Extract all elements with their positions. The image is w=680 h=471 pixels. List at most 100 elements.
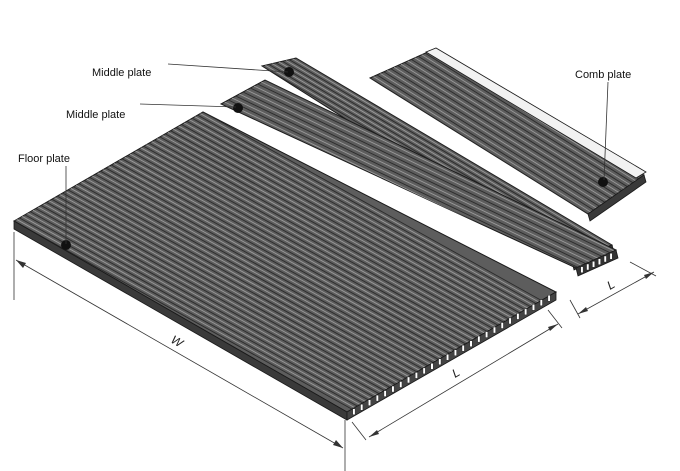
groove-line [51, 198, 396, 391]
groove-line [124, 156, 468, 349]
comb-tooth-notch [454, 349, 457, 356]
groove-line [116, 161, 460, 354]
groove-line [178, 125, 522, 318]
dimension-w [13, 232, 346, 471]
groove-line [162, 134, 506, 327]
comb-tooth-notch [383, 390, 387, 397]
comb-tooth-notch [500, 322, 504, 329]
groove-line [242, 91, 599, 263]
groove-line [380, 72, 599, 210]
comb-tooth-notch [368, 399, 371, 406]
comb-tooth-notch [414, 372, 418, 379]
groove-line [148, 142, 493, 335]
comb-tooth-notch [446, 354, 449, 361]
groove-line [393, 66, 613, 204]
comb-tooth-notch [360, 403, 364, 411]
groove-line [92, 175, 436, 368]
groove-line [140, 147, 485, 340]
dimension-l-middle-label: L [605, 277, 618, 292]
groove-line [407, 60, 627, 198]
groove-line [146, 144, 490, 337]
dimension-l-floor [351, 309, 563, 441]
groove-line [253, 85, 610, 257]
groove-line [38, 206, 382, 399]
comb-tooth-notch [422, 367, 426, 375]
groove-line [194, 116, 539, 309]
floor-plate [12, 111, 558, 421]
groove-line [70, 187, 414, 380]
comb-plate-marker [598, 177, 608, 187]
label-middle-plate-upper: Middle plate [92, 67, 151, 79]
groove-line [102, 169, 447, 362]
groove-line [78, 183, 423, 376]
groove-line [132, 152, 477, 344]
groove-line [94, 173, 439, 366]
groove-line [129, 153, 474, 346]
groove-line [100, 170, 444, 363]
groove-line [137, 148, 482, 341]
groove-line [127, 155, 471, 347]
groove-line [46, 201, 390, 394]
comb-tooth-notch [586, 263, 590, 271]
groove-line [257, 83, 613, 255]
groove-line [108, 166, 452, 358]
groove-line [235, 95, 591, 267]
comb-tooth-notch [532, 304, 535, 311]
groove-line [73, 186, 417, 379]
groove-line [228, 99, 584, 268]
comb-tooth-notch [469, 340, 473, 347]
groove-line [239, 93, 595, 265]
groove-line [21, 215, 366, 408]
groove-line [288, 59, 606, 247]
groove-line [250, 87, 606, 259]
dimension-l-middle [569, 261, 657, 319]
dimension-w-label: W [169, 332, 187, 351]
comb-tooth-notch [524, 308, 528, 316]
groove-line [32, 209, 377, 402]
groove-line [75, 184, 420, 377]
groove-line [156, 138, 501, 330]
comb-tooth-notch [477, 335, 481, 343]
groove-line [113, 162, 458, 355]
leader-middle-plate-lower [139, 103, 237, 108]
leader-comb-plate [603, 81, 609, 181]
groove-line [170, 130, 514, 323]
groove-line [383, 71, 603, 209]
groove-line [48, 200, 393, 393]
groove-line [40, 205, 385, 397]
comb-tooth-notch [539, 299, 543, 307]
groove-line [24, 214, 369, 407]
groove-line [181, 124, 525, 316]
comb-teeth-edge [425, 47, 647, 179]
comb-tooth-notch [603, 255, 607, 263]
groove-line [246, 89, 602, 261]
groove-line [56, 195, 401, 388]
comb-tooth-notch [352, 408, 356, 415]
comb-tooth-notch [493, 326, 496, 334]
groove-line [110, 164, 455, 357]
groove-line [59, 194, 404, 386]
comb-tooth-notch [547, 295, 551, 302]
comb-tooth-notch [399, 381, 403, 388]
groove-line [16, 219, 360, 411]
comb-tooth-notch [609, 253, 613, 260]
groove-line [411, 58, 630, 196]
comb-tooth-notch [391, 385, 395, 393]
comb-tooth-notch [485, 331, 489, 338]
groove-line [191, 117, 536, 310]
groove-line [62, 192, 406, 385]
groove-line [65, 191, 409, 383]
leader-middle-plate-upper [167, 63, 289, 73]
dimension-l-floor-label: L [450, 365, 463, 380]
groove-line [376, 74, 596, 212]
groove-line [183, 122, 528, 315]
groove-line [159, 136, 504, 329]
middle-plate-lower [219, 79, 619, 277]
groove-line [151, 141, 495, 333]
groove-line [414, 57, 634, 195]
comb-tooth-notch [516, 313, 520, 320]
groove-line [373, 76, 592, 213]
groove-line [295, 58, 612, 246]
